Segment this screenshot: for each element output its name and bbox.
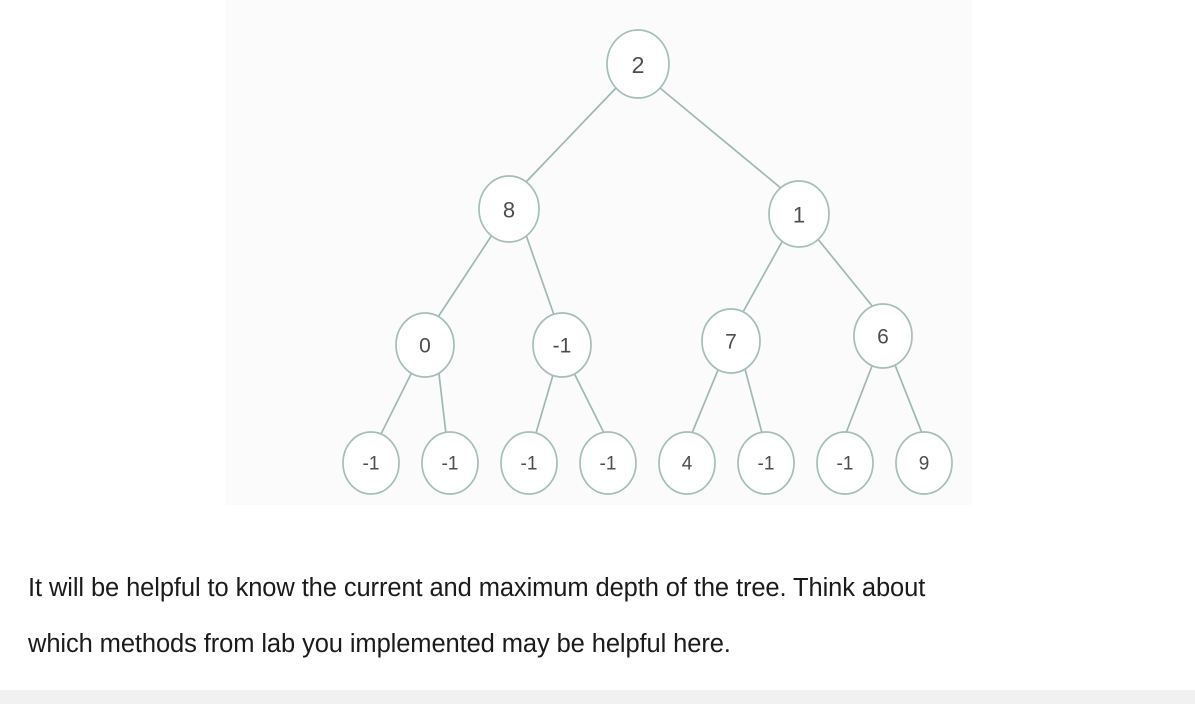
prose-block: It will be helpful to know the current a…	[0, 560, 1195, 672]
tree-node-circle	[895, 431, 953, 495]
tree-node-circle	[421, 431, 479, 495]
tree-node-circle	[768, 180, 830, 248]
tree-edge	[816, 237, 874, 308]
prose-line-2: which methods from lab you implemented m…	[28, 630, 731, 658]
tree-node-circle	[532, 312, 592, 378]
tree-node: -1	[342, 431, 400, 495]
tree-node: -1	[816, 431, 874, 495]
tree-node: 6	[853, 303, 913, 369]
tree-node-circle	[500, 431, 558, 495]
tree-node-label: -1	[837, 454, 854, 475]
tree-node-label: 6	[877, 326, 889, 349]
tree-node-circle	[395, 312, 455, 378]
tree-edge	[894, 364, 923, 434]
tree-edge	[380, 373, 412, 435]
tree-node-label: 0	[419, 335, 431, 358]
tree-node-circle	[342, 431, 400, 495]
tree-edge	[845, 365, 873, 434]
page-bottom-strip	[0, 690, 1195, 704]
tree-edge	[525, 234, 555, 316]
tree-edge	[535, 374, 554, 434]
tree-node-label: -1	[442, 454, 459, 475]
tree-edges-group	[380, 87, 923, 435]
tree-node-circle	[701, 308, 761, 374]
tree-edge	[438, 373, 447, 435]
tree-node-circle	[816, 431, 874, 495]
binary-tree-svg: 2 8 1 0 -1 7 6 -1 -1 -1 -1 4 -1 -1 9	[342, 29, 953, 495]
tree-nodes-group: 2 8 1 0 -1 7 6 -1 -1 -1 -1 4 -1 -1 9	[342, 29, 953, 495]
tree-node-circle	[579, 431, 637, 495]
tree-node-label: 7	[725, 331, 737, 354]
tree-node: 1	[768, 180, 830, 248]
tree-node-label: 8	[503, 198, 515, 223]
tree-node-label: -1	[600, 454, 617, 475]
tree-node: -1	[532, 312, 592, 378]
tree-edge	[691, 369, 719, 434]
tree-node-circle	[658, 431, 716, 495]
tree-node-label: -1	[363, 454, 380, 475]
tree-node: -1	[500, 431, 558, 495]
tree-node-label: -1	[521, 454, 538, 475]
binary-tree-figure: 2 8 1 0 -1 7 6 -1 -1 -1 -1 4 -1 -1 9	[226, 0, 972, 505]
tree-edge	[744, 368, 763, 434]
tree-node: -1	[421, 431, 479, 495]
tree-node-label: 1	[793, 203, 805, 228]
tree-node: 8	[478, 175, 540, 243]
tree-node-label: 2	[632, 52, 645, 78]
tree-node: 0	[395, 312, 455, 378]
tree-edge	[573, 372, 605, 434]
tree-node: -1	[579, 431, 637, 495]
tree-edge	[742, 239, 784, 313]
tree-node-label: -1	[553, 335, 572, 358]
tree-node: 2	[606, 29, 670, 99]
tree-node-label: 9	[919, 454, 930, 475]
tree-node: 7	[701, 308, 761, 374]
tree-edge	[525, 87, 617, 183]
tree-node-label: 4	[682, 454, 693, 475]
tree-node-circle	[606, 29, 670, 99]
tree-node: 9	[895, 431, 953, 495]
tree-node-circle	[853, 303, 913, 369]
tree-node: 4	[658, 431, 716, 495]
tree-node-circle	[478, 175, 540, 243]
tree-node: -1	[737, 431, 795, 495]
tree-node-label: -1	[758, 454, 775, 475]
tree-edge	[659, 87, 783, 190]
tree-node-circle	[737, 431, 795, 495]
prose-line-1: It will be helpful to know the current a…	[28, 574, 926, 602]
tree-edge	[437, 234, 493, 318]
